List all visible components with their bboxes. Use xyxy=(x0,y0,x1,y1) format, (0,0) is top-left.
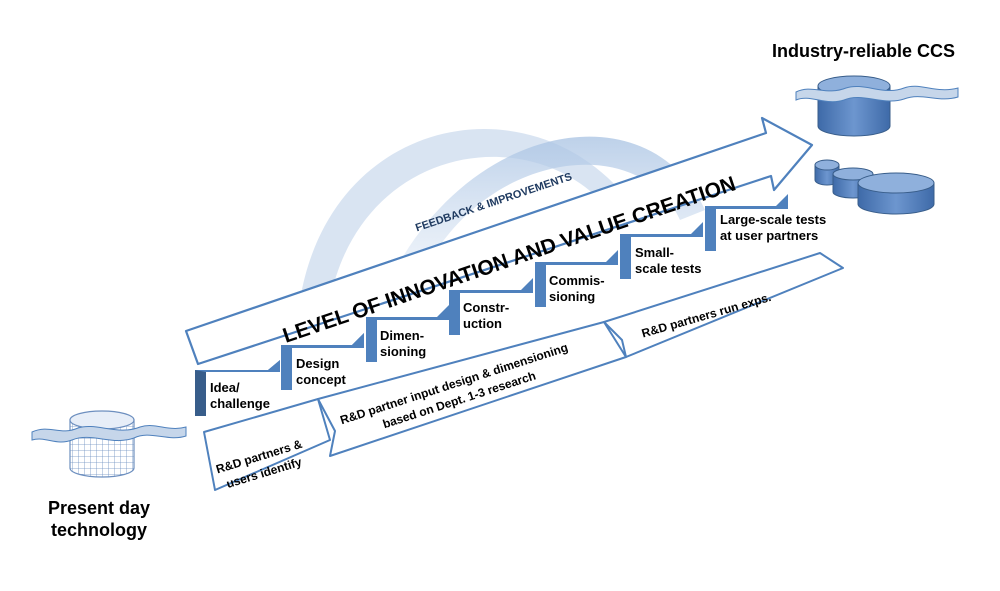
step-smallscale-label: Small- scale tests xyxy=(635,245,702,276)
step-construction-label: Constr- uction xyxy=(463,300,510,331)
step-design-label: Design concept xyxy=(296,356,346,387)
phase-chevrons xyxy=(203,252,844,491)
present-day-title: Present day technology xyxy=(48,498,151,540)
ccs-title: Industry-reliable CCS xyxy=(772,41,956,61)
step-brackets xyxy=(195,194,788,416)
step-dimensioning-label: Dimen- sioning xyxy=(380,328,427,359)
ccs-cylinders-icon xyxy=(795,75,959,215)
innovation-arrow xyxy=(184,116,814,366)
step-largescale-label: Large-scale tests at user partners xyxy=(720,212,827,243)
step-triangles xyxy=(268,333,364,370)
step-idea-label: Idea/ challenge xyxy=(210,380,270,411)
present-cylinder-icon xyxy=(31,410,187,478)
step-commissioning-label: Commis- sioning xyxy=(549,273,605,304)
